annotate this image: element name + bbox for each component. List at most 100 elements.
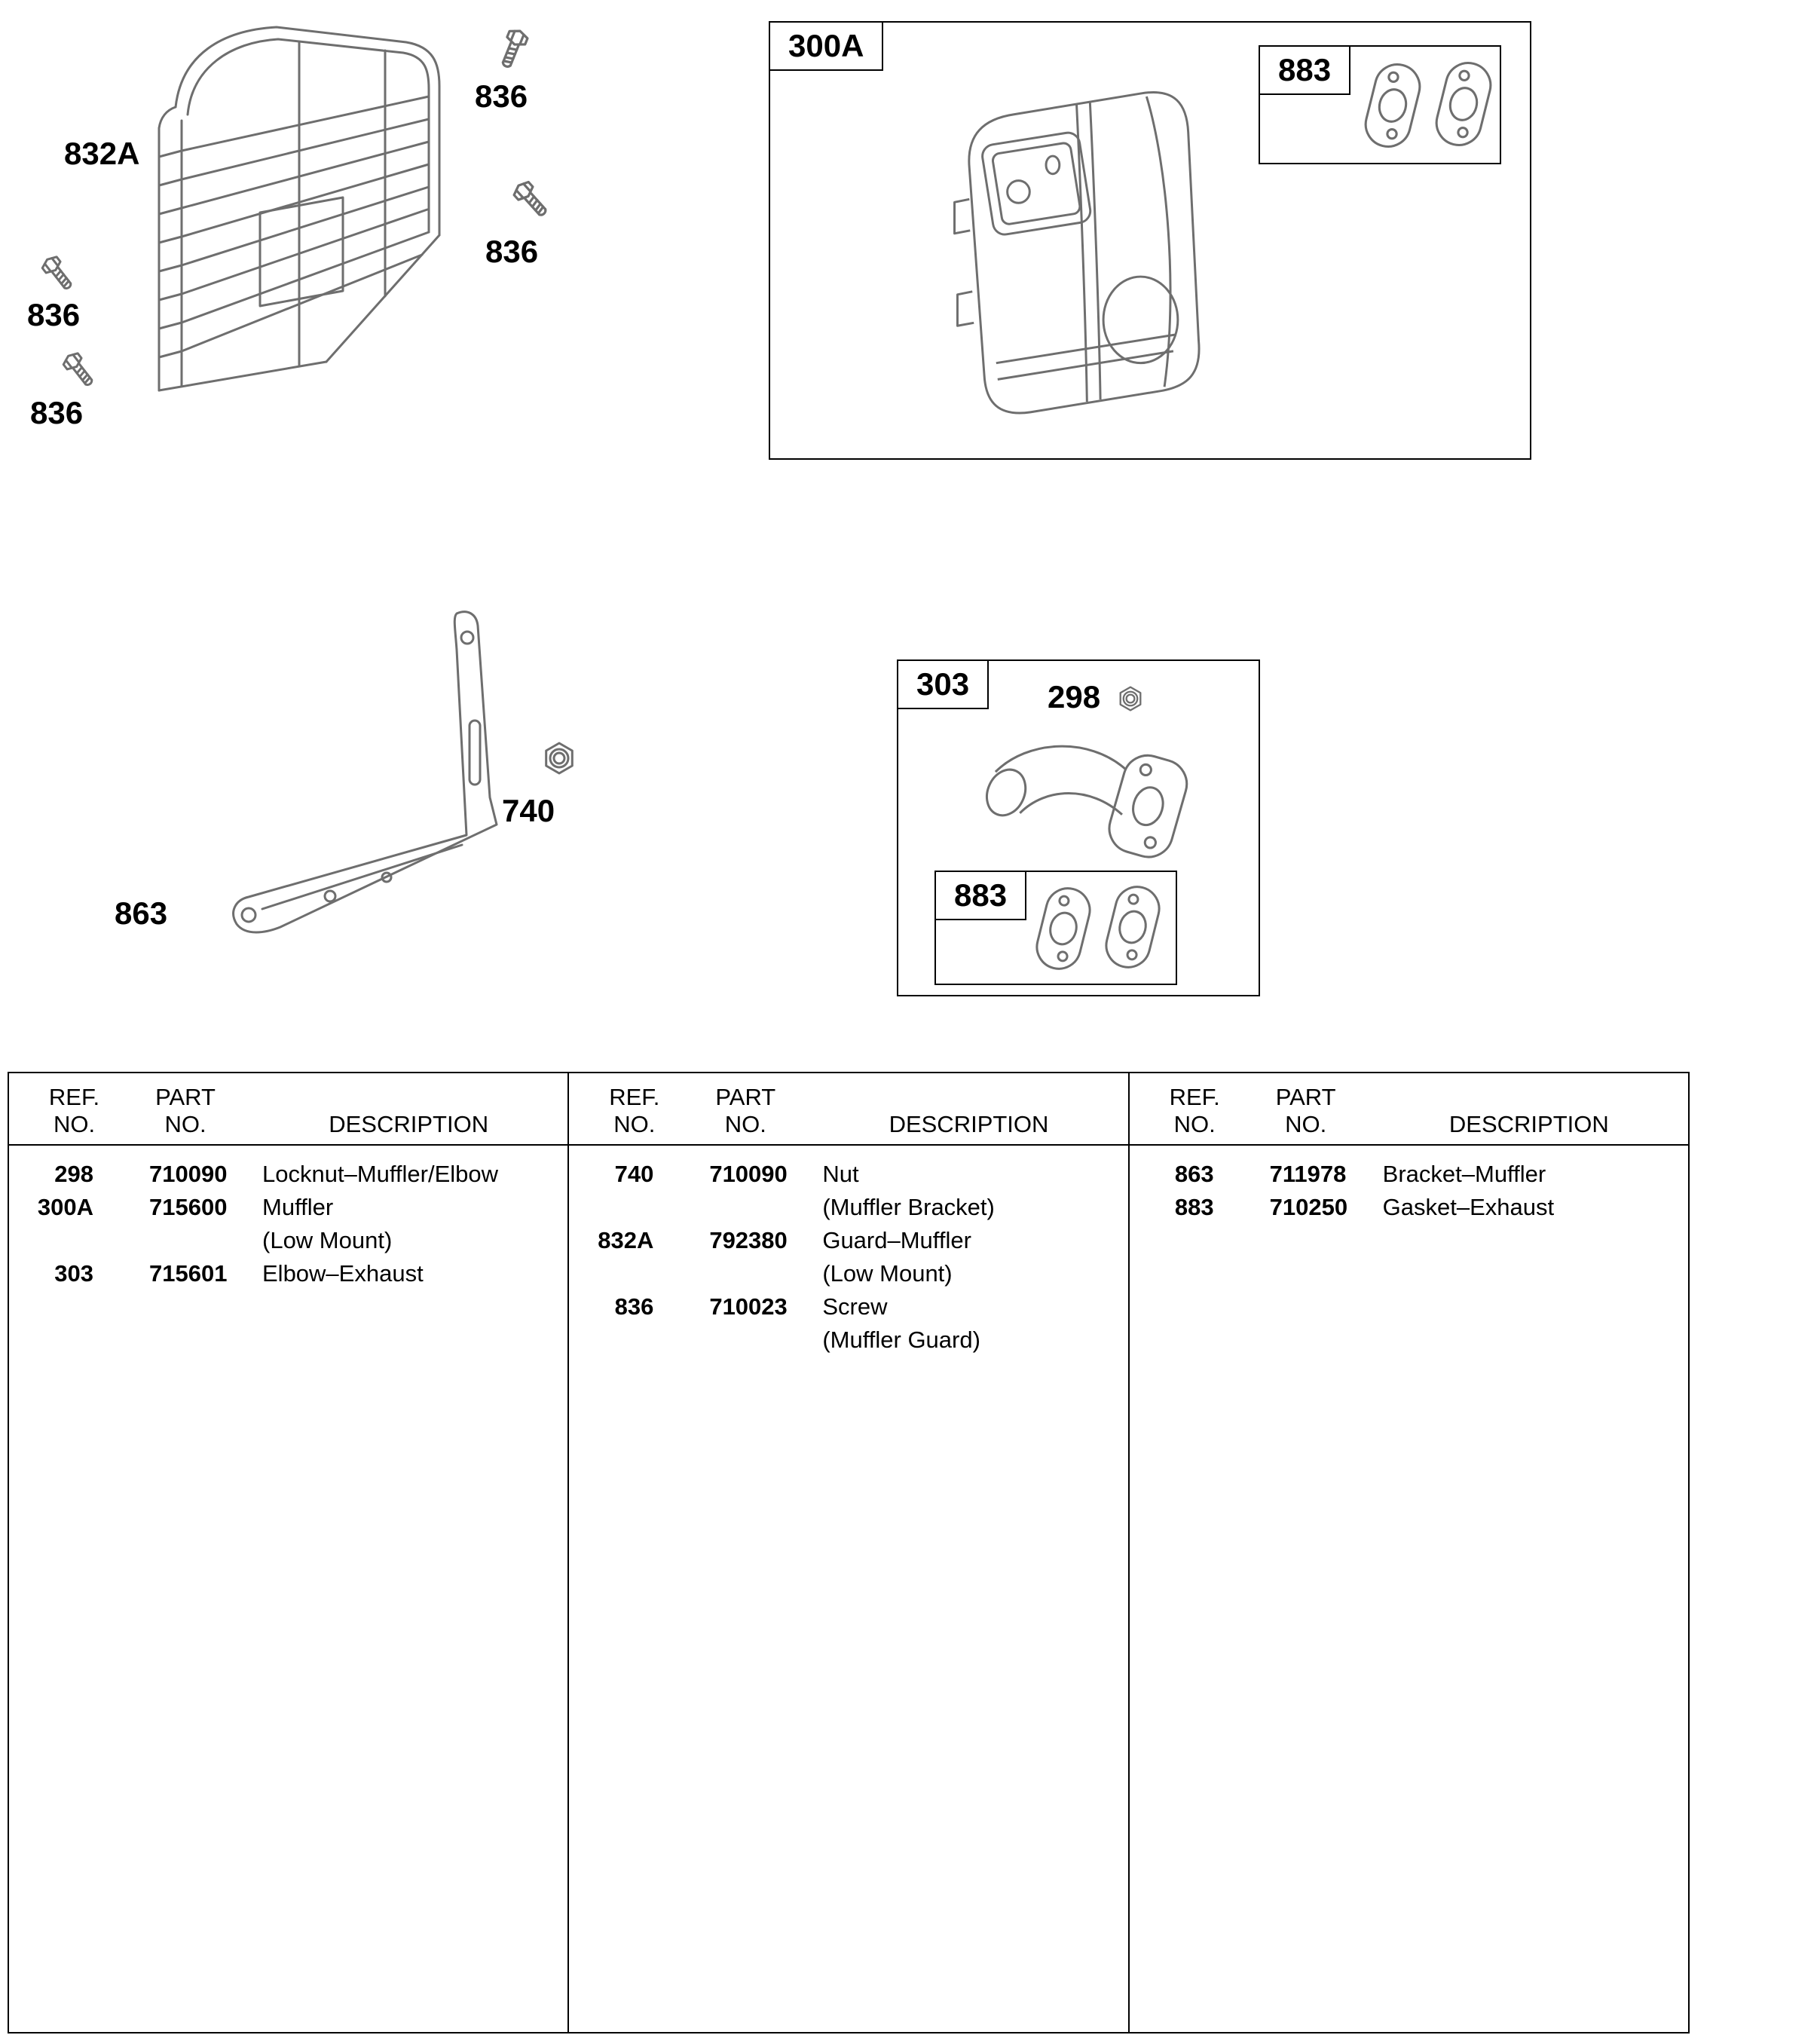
callout-screw-mid-right: 836 bbox=[485, 234, 539, 269]
header-line: REF. bbox=[609, 1084, 660, 1110]
table-row: (Muffler Bracket) bbox=[569, 1191, 1127, 1224]
elbow-panel-label: 303 bbox=[897, 659, 990, 710]
bracket-drawing bbox=[232, 610, 498, 934]
header-line: DESCRIPTION bbox=[329, 1111, 489, 1137]
table-row: 836 710023 Screw bbox=[569, 1290, 1127, 1324]
ref-no: 863 bbox=[1174, 1161, 1214, 1187]
ref-no: 832A bbox=[598, 1227, 654, 1253]
header-line: DESCRIPTION bbox=[889, 1111, 1049, 1137]
exhaust-elbow-drawing bbox=[985, 745, 1188, 858]
muffler-panel: 300A 883 bbox=[769, 21, 1531, 460]
parts-table-column-1: REF. NO. PART NO. DESCRIPTION 298 710090… bbox=[9, 1073, 570, 2032]
table-row: (Muffler Guard) bbox=[569, 1324, 1127, 1357]
ref-no-header: REF. NO. bbox=[587, 1084, 681, 1138]
elbow-panel: 303 298 883 bbox=[897, 659, 1260, 996]
table-row: 303 715601 Elbow–Exhaust bbox=[9, 1257, 567, 1290]
part-no: 792380 bbox=[709, 1227, 788, 1253]
ref-no: 836 bbox=[614, 1293, 654, 1320]
description: Screw bbox=[822, 1293, 888, 1320]
ref-no: 298 bbox=[54, 1161, 93, 1187]
table-rows: 298 710090 Locknut–Muffler/Elbow 300A 71… bbox=[9, 1146, 567, 1290]
part-no: 715601 bbox=[149, 1260, 228, 1287]
part-no: 715600 bbox=[149, 1194, 228, 1220]
gasket-icon bbox=[1100, 881, 1165, 973]
ref-no bbox=[569, 1191, 653, 1224]
header-line: PART bbox=[1275, 1084, 1336, 1110]
screw-icon bbox=[38, 252, 78, 295]
table-rows: 740 710090 Nut (Muffler Bracket) 832A 79… bbox=[569, 1146, 1127, 1357]
description: Bracket–Muffler bbox=[1382, 1161, 1546, 1187]
screw-icon bbox=[509, 177, 552, 222]
header-line: NO. bbox=[53, 1111, 96, 1137]
gasket-icon bbox=[1360, 58, 1426, 153]
table-rows: 863 711978 Bracket–Muffler 883 710250 Ga… bbox=[1130, 1146, 1688, 1224]
table-row: (Low Mount) bbox=[569, 1257, 1127, 1290]
header-line: NO. bbox=[1285, 1111, 1327, 1137]
part-no-header: PART NO. bbox=[681, 1084, 809, 1138]
header-line: REF. bbox=[48, 1084, 100, 1110]
table-row: 883 710250 Gasket–Exhaust bbox=[1130, 1191, 1688, 1224]
part-no: 710250 bbox=[1269, 1194, 1348, 1220]
header-line: REF. bbox=[1169, 1084, 1220, 1110]
part-no bbox=[709, 1257, 822, 1290]
description: Elbow–Exhaust bbox=[262, 1260, 424, 1287]
description: (Low Mount) bbox=[822, 1260, 953, 1287]
ref-no bbox=[569, 1324, 653, 1357]
ref-no: 300A bbox=[37, 1194, 93, 1220]
callout-bracket: 863 bbox=[115, 895, 168, 931]
header-line: NO. bbox=[164, 1111, 206, 1137]
table-row: 298 710090 Locknut–Muffler/Elbow bbox=[9, 1158, 567, 1191]
muffler-guard-drawing bbox=[158, 26, 441, 392]
table-header: REF. NO. PART NO. DESCRIPTION bbox=[1129, 1073, 1688, 1146]
ref-no-header: REF. NO. bbox=[1148, 1084, 1242, 1138]
callout-bracket-nut: 740 bbox=[502, 793, 555, 828]
part-no: 711978 bbox=[1269, 1161, 1347, 1187]
description: Locknut–Muffler/Elbow bbox=[262, 1161, 499, 1187]
description: (Muffler Bracket) bbox=[822, 1194, 995, 1220]
part-no: 710090 bbox=[709, 1161, 788, 1187]
muffler-panel-label: 300A bbox=[769, 21, 884, 72]
part-no bbox=[149, 1224, 262, 1257]
description: (Muffler Guard) bbox=[822, 1327, 980, 1353]
ref-no bbox=[569, 1257, 653, 1290]
callout-screw-left-lower: 836 bbox=[30, 395, 84, 430]
table-row: 740 710090 Nut bbox=[569, 1158, 1127, 1191]
muffler-gasket-inset-label: 883 bbox=[1259, 45, 1351, 96]
part-no bbox=[709, 1191, 822, 1224]
gasket-icon bbox=[1430, 57, 1497, 151]
header-line: PART bbox=[715, 1084, 776, 1110]
ref-no: 883 bbox=[1174, 1194, 1214, 1220]
part-no: 710090 bbox=[149, 1161, 228, 1187]
description: Guard–Muffler bbox=[822, 1227, 971, 1253]
header-line: PART bbox=[155, 1084, 216, 1110]
parts-table-column-3: REF. NO. PART NO. DESCRIPTION 863 711978… bbox=[1129, 1073, 1688, 2032]
table-row: (Low Mount) bbox=[9, 1224, 567, 1257]
callout-guard: 832A bbox=[64, 136, 140, 171]
description-header: DESCRIPTION bbox=[1370, 1111, 1688, 1138]
callout-screw-left-upper: 836 bbox=[27, 297, 81, 332]
muffler-gasket-inset: 883 bbox=[1259, 45, 1501, 164]
ref-no: 740 bbox=[614, 1161, 654, 1187]
description-header: DESCRIPTION bbox=[809, 1111, 1127, 1138]
locknut-icon bbox=[1119, 686, 1142, 711]
muffler-drawing bbox=[953, 91, 1201, 415]
callout-elbow-locknut: 298 bbox=[1048, 679, 1101, 715]
description: (Low Mount) bbox=[262, 1227, 393, 1253]
header-line: NO. bbox=[724, 1111, 766, 1137]
table-row: 863 711978 Bracket–Muffler bbox=[1130, 1158, 1688, 1191]
gasket-icon bbox=[1031, 883, 1096, 975]
header-line: DESCRIPTION bbox=[1448, 1111, 1609, 1137]
part-no-header: PART NO. bbox=[1242, 1084, 1370, 1138]
hex-nut-icon bbox=[545, 742, 574, 775]
ref-no bbox=[9, 1224, 93, 1257]
table-row: 300A 715600 Muffler bbox=[9, 1191, 567, 1224]
ref-no: 303 bbox=[54, 1260, 93, 1287]
description: Muffler bbox=[262, 1194, 334, 1220]
elbow-gasket-inset-label: 883 bbox=[934, 871, 1027, 921]
part-no: 710023 bbox=[709, 1293, 788, 1320]
description: Gasket–Exhaust bbox=[1382, 1194, 1555, 1220]
ref-no-header: REF. NO. bbox=[27, 1084, 121, 1138]
table-row: 832A 792380 Guard–Muffler bbox=[569, 1224, 1127, 1257]
description-header: DESCRIPTION bbox=[249, 1111, 567, 1138]
